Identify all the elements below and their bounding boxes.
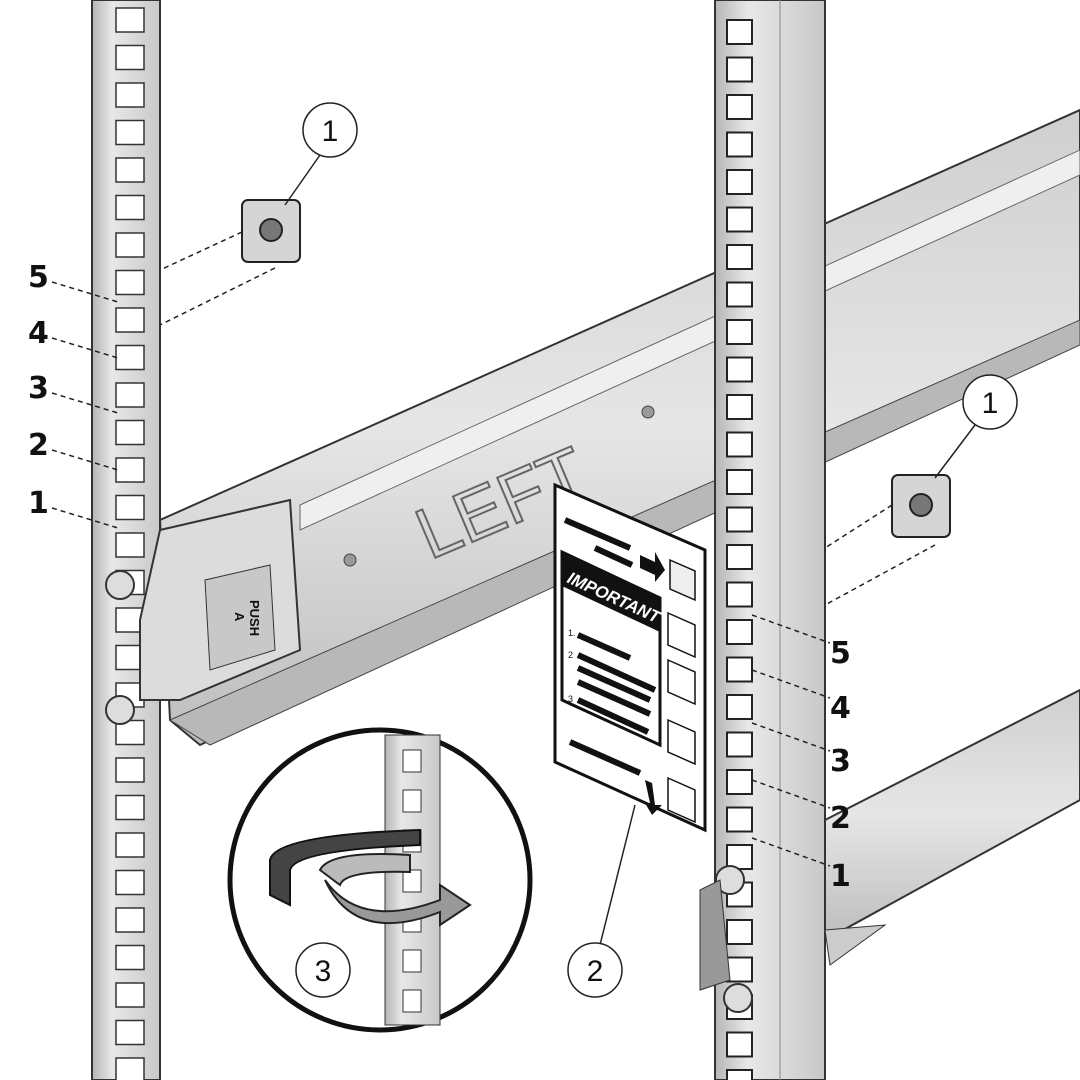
rack-hole [115, 307, 145, 333]
hole-number-label: 3 [830, 744, 851, 779]
hole-number-label: 4 [28, 316, 49, 351]
card-step-2: 2 [568, 650, 573, 660]
rack-hole [115, 832, 145, 858]
rotate-arrow-icon [324, 879, 472, 927]
callout-label: 3 [315, 955, 332, 988]
rack-hole [726, 806, 753, 833]
rack-hole [115, 344, 145, 371]
rack-hole [726, 1069, 753, 1080]
rack-hole [726, 319, 753, 345]
callout-1-left: 1 [284, 102, 358, 206]
rack-hole [115, 944, 145, 971]
rack-hole [726, 169, 753, 195]
right-rack-post [714, 0, 826, 1080]
left-hole-numbers: 5 4 3 2 1 [28, 260, 119, 529]
rack-hole [726, 694, 753, 720]
hole-number-label: 3 [28, 371, 49, 406]
rack-hole [726, 769, 753, 795]
rack-hole [726, 1031, 753, 1058]
important-label-card: IMPORTANT 1. 2 3 [553, 482, 707, 833]
rack-hole [115, 7, 145, 33]
rack-hole [115, 232, 145, 258]
hole-number-label: 1 [28, 486, 49, 521]
rack-hole [115, 194, 145, 221]
left-rack-post [91, 0, 161, 1080]
hole-number-label: 2 [28, 428, 49, 463]
cage-nut-left [159, 199, 301, 326]
rack-hole [115, 269, 145, 296]
rack-hole [115, 82, 145, 108]
rack-hole [115, 1019, 145, 1046]
rack-hole [726, 581, 753, 608]
card-step-3: 3 [568, 694, 573, 704]
callout-1-right: 1 [934, 374, 1018, 479]
rack-hole [726, 656, 753, 683]
rack-hole [115, 869, 145, 896]
rack-hole [726, 544, 753, 570]
rack-hole [726, 244, 753, 270]
latch-a-text: A [232, 612, 247, 622]
rack-hole [115, 532, 145, 558]
rack-hole [726, 281, 753, 308]
rack-hole [115, 757, 145, 783]
rack-hole [726, 206, 753, 233]
rack-hole [726, 956, 753, 983]
rack-hole [726, 431, 753, 458]
rack-hole [115, 1057, 145, 1080]
rack-hole [726, 394, 753, 420]
rack-hole [115, 457, 145, 483]
rack-hole [726, 131, 753, 158]
right-hole-numbers: 5 4 3 2 1 [751, 614, 851, 894]
callout-label: 1 [982, 387, 999, 420]
hole-number-label: 4 [830, 691, 851, 726]
push-text: PUSH [247, 600, 262, 636]
rack-hole [115, 44, 145, 71]
rack-hole [726, 56, 753, 83]
rack-hole [115, 119, 145, 146]
rack-hole [726, 619, 753, 645]
rack-hole [115, 157, 145, 183]
rack-hole [115, 419, 145, 446]
card-step-1: 1. [568, 628, 576, 638]
rail-latch-bracket: PUSH A [105, 498, 887, 1013]
rack-hole [115, 907, 145, 933]
rack-hole [726, 731, 753, 758]
rack-hole [726, 469, 753, 495]
rack-hole [115, 982, 145, 1008]
rack-hole [726, 356, 753, 383]
rack-hole [115, 382, 145, 408]
right-slide-rail [824, 688, 1080, 942]
hole-number-label: 5 [28, 260, 49, 295]
inset-detail-circle [227, 727, 533, 1033]
rack-hole [115, 794, 145, 821]
callout-2: 2 [567, 804, 636, 998]
callout-label: 1 [322, 115, 339, 148]
rack-hole [726, 919, 753, 945]
cage-nut-right [824, 474, 951, 606]
rack-hole [726, 94, 753, 120]
hole-number-label: 2 [830, 801, 851, 836]
callout-3: 3 [295, 942, 351, 998]
rack-hole [726, 19, 753, 45]
callout-label: 2 [587, 955, 604, 988]
rack-hole [115, 494, 145, 521]
hole-number-label: 1 [830, 859, 851, 894]
hole-number-label: 5 [830, 636, 851, 671]
rack-hole [726, 506, 753, 533]
